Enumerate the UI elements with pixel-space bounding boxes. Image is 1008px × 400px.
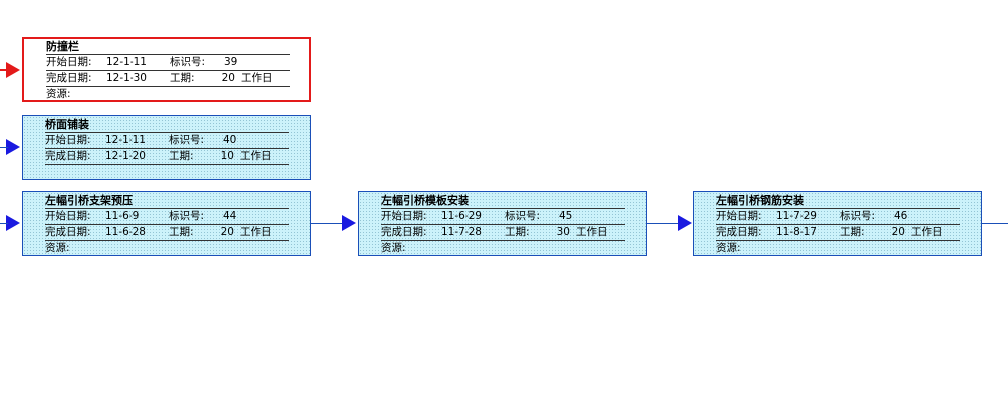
start-label: 开始日期: — [45, 134, 91, 146]
finish-date: 11-6-28 — [105, 226, 146, 238]
duration-label: 工期: — [840, 226, 865, 238]
incoming-arrow — [6, 139, 20, 155]
task-node-mubananzhuang[interactable]: 左幅引桥模板安装 开始日期: 11-6-29 标识号: 45 完成日期: 11-… — [358, 191, 647, 256]
finish-label: 完成日期: — [45, 226, 91, 238]
connector-line — [647, 223, 681, 224]
task-row-resource: 资源: — [45, 241, 289, 256]
task-name: 左幅引桥钢筋安装 — [716, 194, 960, 209]
incoming-connector-critical — [0, 69, 8, 71]
start-date: 12-1-11 — [106, 56, 147, 68]
start-date: 11-6-9 — [105, 210, 140, 222]
duration-unit: 工作日 — [911, 226, 943, 238]
task-row-finish: 完成日期: 11-7-28 工期: 30 工作日 — [381, 225, 625, 241]
finish-date: 11-8-17 — [776, 226, 817, 238]
task-id: 45 — [559, 210, 573, 222]
duration-unit: 工作日 — [240, 226, 272, 238]
connector-arrow — [342, 215, 356, 231]
task-name: 左幅引桥模板安装 — [381, 194, 625, 209]
resource-label: 资源: — [381, 242, 406, 254]
id-label: 标识号: — [840, 210, 876, 222]
task-row-resource: 资源: — [381, 241, 625, 256]
resource-label: 资源: — [716, 242, 741, 254]
connector-line — [311, 223, 345, 224]
start-label: 开始日期: — [46, 56, 92, 68]
duration-value: 20 — [221, 72, 235, 84]
duration-unit: 工作日 — [240, 150, 272, 162]
duration-value: 20 — [891, 226, 905, 238]
task-id: 46 — [894, 210, 908, 222]
finish-date: 12-1-30 — [106, 72, 147, 84]
task-row-start: 开始日期: 12-1-11 标识号: 39 — [46, 55, 290, 71]
finish-label: 完成日期: — [46, 72, 92, 84]
outgoing-connector — [982, 223, 1008, 224]
start-date: 12-1-11 — [105, 134, 146, 146]
task-row-start: 开始日期: 12-1-11 标识号: 40 — [45, 133, 289, 149]
duration-unit: 工作日 — [241, 72, 273, 84]
task-id: 39 — [224, 56, 238, 68]
id-label: 标识号: — [170, 56, 206, 68]
duration-value: 30 — [556, 226, 570, 238]
task-node-fangzhuanglan[interactable]: 防撞栏 开始日期: 12-1-11 标识号: 39 完成日期: 12-1-30 … — [22, 37, 311, 102]
finish-label: 完成日期: — [716, 226, 762, 238]
duration-label: 工期: — [505, 226, 530, 238]
id-label: 标识号: — [169, 210, 205, 222]
task-row-finish: 完成日期: 11-8-17 工期: 20 工作日 — [716, 225, 960, 241]
finish-label: 完成日期: — [381, 226, 427, 238]
id-label: 标识号: — [505, 210, 541, 222]
task-node-gangjinanzhuang[interactable]: 左幅引桥钢筋安装 开始日期: 11-7-29 标识号: 46 完成日期: 11-… — [693, 191, 982, 256]
duration-value: 20 — [220, 226, 234, 238]
resource-label: 资源: — [46, 88, 71, 100]
task-row-start: 开始日期: 11-6-29 标识号: 45 — [381, 209, 625, 225]
task-row-start: 开始日期: 11-7-29 标识号: 46 — [716, 209, 960, 225]
finish-date: 11-7-28 — [441, 226, 482, 238]
resource-label: 资源: — [45, 242, 70, 254]
start-date: 11-6-29 — [441, 210, 482, 222]
id-label: 标识号: — [169, 134, 205, 146]
incoming-arrow-critical — [6, 62, 20, 78]
start-label: 开始日期: — [716, 210, 762, 222]
incoming-connector — [0, 223, 8, 224]
duration-label: 工期: — [169, 226, 194, 238]
task-row-finish: 完成日期: 12-1-20 工期: 10 工作日 — [45, 149, 289, 165]
task-row-resource: 资源: — [46, 87, 290, 102]
task-name: 桥面铺装 — [45, 118, 289, 133]
start-label: 开始日期: — [45, 210, 91, 222]
start-label: 开始日期: — [381, 210, 427, 222]
task-node-qiaomianpuzhuang[interactable]: 桥面铺装 开始日期: 12-1-11 标识号: 40 完成日期: 12-1-20… — [22, 115, 311, 180]
connector-arrow — [678, 215, 692, 231]
task-row-finish: 完成日期: 12-1-30 工期: 20 工作日 — [46, 71, 290, 87]
incoming-connector — [0, 147, 8, 148]
task-row-start: 开始日期: 11-6-9 标识号: 44 — [45, 209, 289, 225]
task-id: 40 — [223, 134, 237, 146]
duration-unit: 工作日 — [576, 226, 608, 238]
finish-label: 完成日期: — [45, 150, 91, 162]
task-node-zhijiayuya[interactable]: 左幅引桥支架预压 开始日期: 11-6-9 标识号: 44 完成日期: 11-6… — [22, 191, 311, 256]
task-name: 左幅引桥支架预压 — [45, 194, 289, 209]
task-row-resource: 资源: — [716, 241, 960, 256]
incoming-arrow — [6, 215, 20, 231]
task-row-finish: 完成日期: 11-6-28 工期: 20 工作日 — [45, 225, 289, 241]
finish-date: 12-1-20 — [105, 150, 146, 162]
start-date: 11-7-29 — [776, 210, 817, 222]
duration-value: 10 — [220, 150, 234, 162]
task-name: 防撞栏 — [46, 40, 290, 55]
task-id: 44 — [223, 210, 237, 222]
duration-label: 工期: — [169, 150, 194, 162]
duration-label: 工期: — [170, 72, 195, 84]
